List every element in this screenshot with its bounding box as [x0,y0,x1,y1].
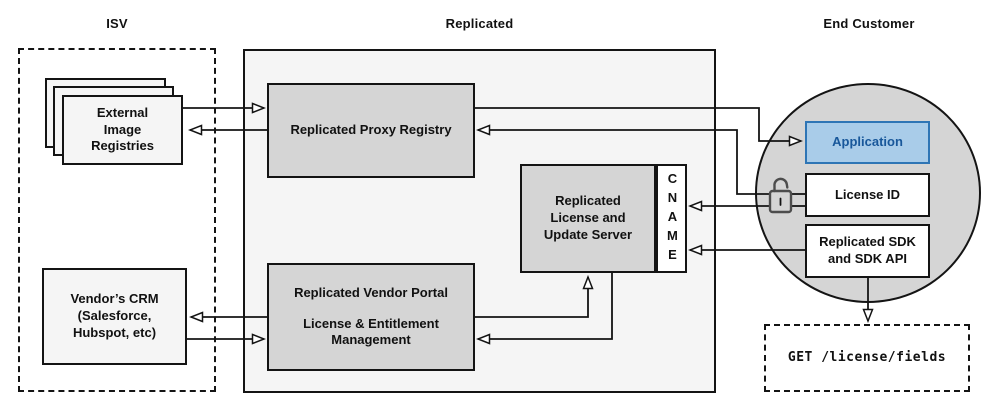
external-image-registries-label: External Image Registries [91,104,154,154]
section-label-isv: ISV [106,16,128,31]
get-license-fields-label: GET /license/fields [787,349,947,365]
vendor-portal-subtitle: License & Entitlement Management [303,315,439,348]
vendors-crm-label: Vendor’s CRM (Salesforce, Hubspot, etc) [70,291,159,340]
get-license-fields-box: GET /license/fields [764,324,970,392]
license-update-server: Replicated License and Update Server [520,164,656,273]
replicated-sdk-label: Replicated SDK and SDK API [819,234,916,266]
section-label-end-customer: End Customer [823,16,915,31]
vendor-portal-title: Replicated Vendor Portal [294,284,448,300]
cname-strip: CNAME [656,164,687,273]
external-image-registries: External Image Registries [62,95,183,165]
license-id-label: License ID [834,186,901,202]
replicated-sdk-box: Replicated SDK and SDK API [805,224,930,278]
application-box: Application [805,121,930,164]
section-label-replicated: Replicated [445,16,514,31]
cname-label: CNAME [664,171,680,266]
isv-boundary-box [18,48,216,392]
license-update-server-label: Replicated License and Update Server [543,193,633,242]
proxy-registry-label: Replicated Proxy Registry [290,122,452,138]
license-id-box: License ID [805,173,930,217]
vendor-portal: Replicated Vendor Portal License & Entit… [267,263,475,371]
proxy-registry: Replicated Proxy Registry [267,83,475,178]
vendors-crm: Vendor’s CRM (Salesforce, Hubspot, etc) [42,268,187,365]
application-label: Application [832,134,903,150]
